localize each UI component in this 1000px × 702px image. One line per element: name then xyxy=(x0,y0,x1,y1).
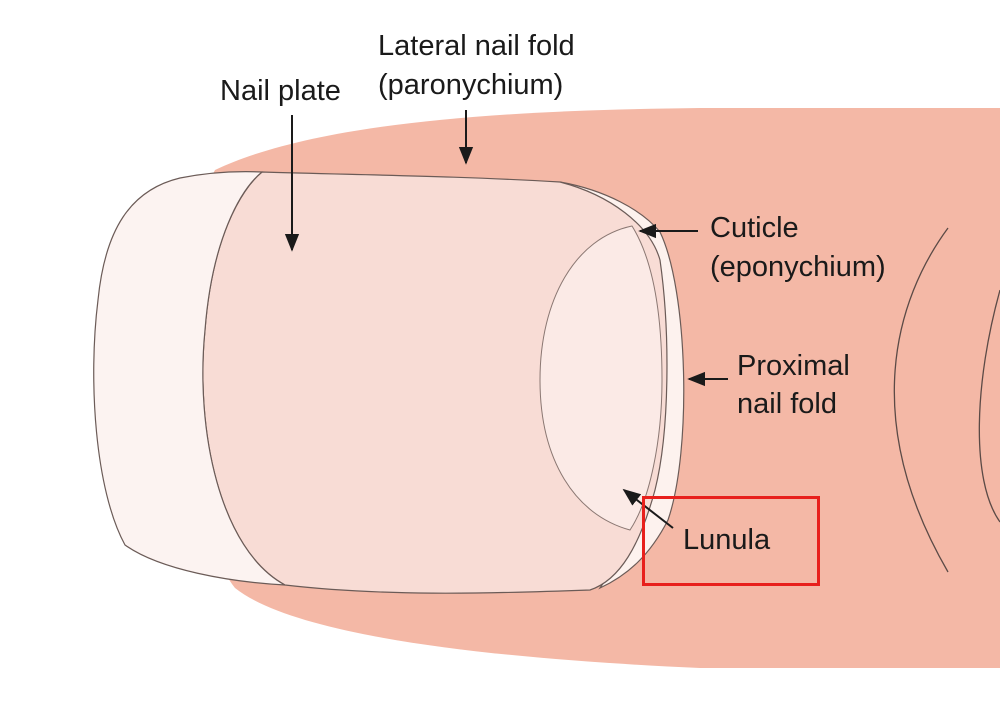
nail-free-edge xyxy=(93,171,286,586)
knuckle-crease-left xyxy=(893,227,949,573)
lunula-shape xyxy=(539,225,663,531)
cuticle-label-line2: (eponychium) xyxy=(710,251,886,283)
nail-plate-label: Nail plate xyxy=(220,75,341,107)
lunula-highlight-box xyxy=(642,496,820,586)
proximal-nail-fold-label-line2: nail fold xyxy=(737,388,837,420)
lunula-label: Lunula xyxy=(683,524,771,556)
proximal-nail-fold-label-line1: Proximal xyxy=(737,350,850,382)
cuticle-label-line1: Cuticle xyxy=(710,212,799,244)
lunula-arrow xyxy=(622,488,674,529)
lateral-nail-fold-label-line1: Lateral nail fold xyxy=(378,30,575,62)
knuckle-crease-right xyxy=(978,289,1000,523)
lateral-nail-fold-label-line2: (paronychium) xyxy=(378,69,563,101)
